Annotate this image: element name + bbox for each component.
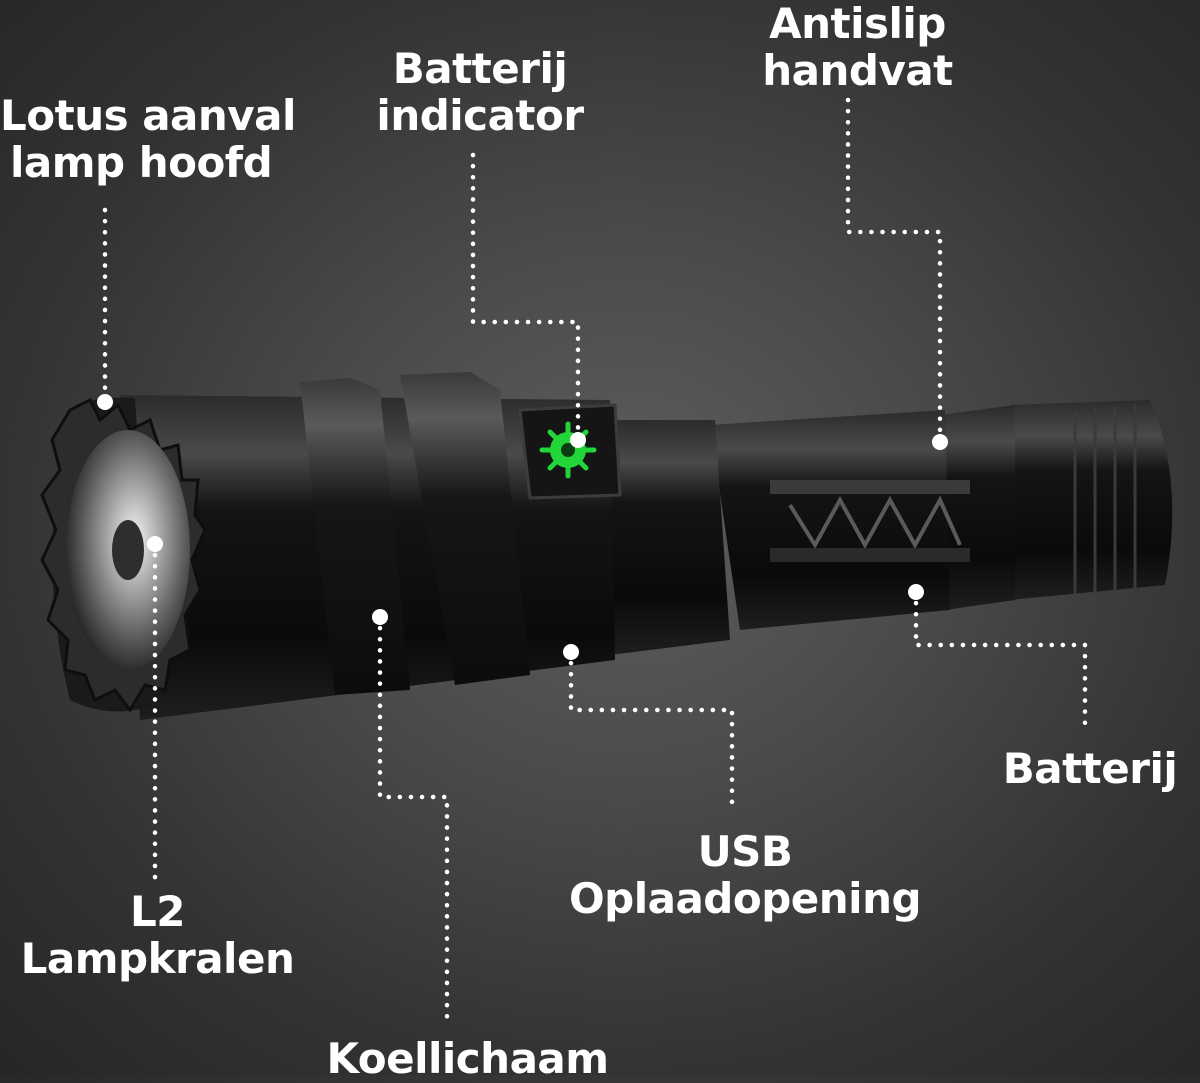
label-lotus-head: Lotus aanval lamp hoofd <box>0 91 296 187</box>
label-battery-line1: Batterij <box>1002 744 1178 793</box>
label-l2-line2: Lampkralen <box>20 934 295 983</box>
label-battery: Batterij <box>995 745 1185 792</box>
handle-grooves <box>788 495 962 550</box>
flashlight-image <box>40 372 1173 720</box>
tail-knurling <box>1073 404 1137 595</box>
label-cooling-body: Koellichaam <box>300 1035 635 1082</box>
label-battery-indicator: Batterij indicator <box>360 45 600 139</box>
label-lotus-line1: Lotus aanval <box>0 91 296 140</box>
label-l2-line1: L2 <box>130 887 186 936</box>
label-usb-line1: USB <box>697 827 793 876</box>
battery-indicator-icon <box>539 421 597 479</box>
leader-cooling <box>377 614 450 1028</box>
leader-antislip <box>845 97 943 445</box>
leader-battery <box>913 589 1088 733</box>
label-battind-line1: Batterij <box>392 44 568 93</box>
label-antislip-line2: handvat <box>762 46 953 95</box>
leader-lines <box>102 97 1088 1028</box>
label-antislip-line1: Antislip <box>769 0 946 48</box>
leader-endpoints <box>97 394 948 660</box>
label-cooling-line1: Koellichaam <box>326 1034 609 1083</box>
cooling-ring-2 <box>400 372 530 685</box>
label-antislip-handle: Antislip handvat <box>740 0 975 94</box>
label-battind-line2: indicator <box>376 91 584 140</box>
label-usb-line2: Oplaadopening <box>568 874 922 923</box>
switch-section <box>600 420 730 655</box>
label-lotus-line2: lamp hoofd <box>10 138 273 187</box>
label-l2-beads: L2 Lampkralen <box>10 888 305 982</box>
leader-battery-indicator <box>470 152 581 443</box>
label-usb-port: USB Oplaadopening <box>545 828 945 922</box>
leader-usb <box>568 649 735 813</box>
tail-cap <box>1010 400 1173 600</box>
battery-tube <box>940 405 1015 610</box>
